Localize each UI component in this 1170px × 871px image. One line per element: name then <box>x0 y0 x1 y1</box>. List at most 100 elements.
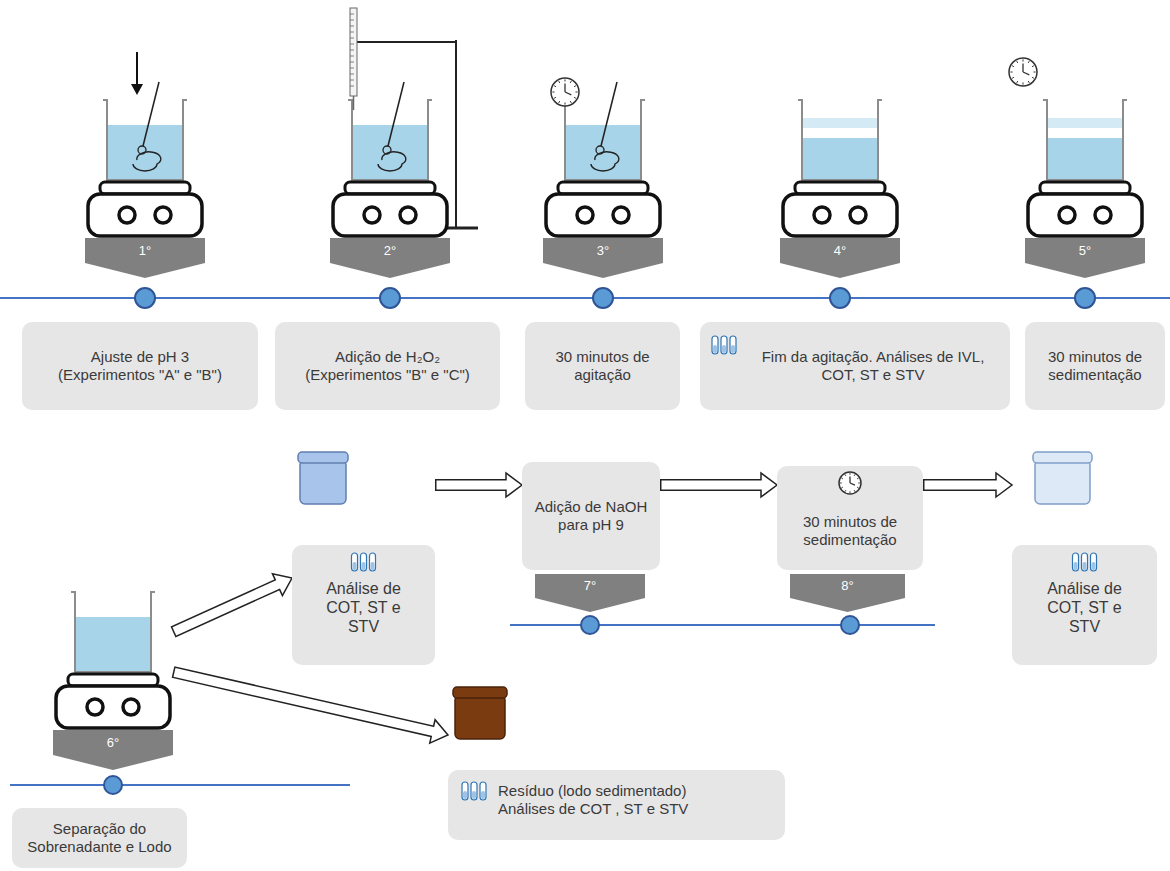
clock-tick <box>1010 72 1012 73</box>
step-label-box: Fim da agitação. Análises de IVL, COT, S… <box>700 322 1010 410</box>
stirrer-body <box>783 194 897 236</box>
arrow-fill <box>437 481 509 490</box>
addition-arrow <box>136 52 138 86</box>
burette-tick <box>350 14 354 15</box>
step-badge: 8° <box>790 574 905 612</box>
stirrer-knob <box>123 699 139 715</box>
test-tube <box>471 782 477 800</box>
text-block: Adição de NaOH para pH 9 <box>532 498 650 534</box>
burette-tick <box>350 80 354 81</box>
stirring-rod <box>143 82 159 146</box>
text-block: 30 minutos de sedimentação <box>1033 348 1157 384</box>
step-badge <box>780 238 900 278</box>
step-badge <box>85 238 205 278</box>
stirrer-knob <box>577 207 593 223</box>
timeline <box>10 784 350 786</box>
clock-tick <box>1017 81 1018 83</box>
timeline-dot <box>593 288 613 308</box>
clock-tick <box>850 473 851 475</box>
jar-lid <box>298 452 348 463</box>
step-number: 3° <box>597 243 609 259</box>
jar-lid <box>1033 452 1092 463</box>
test-tube <box>480 782 486 800</box>
stirring-rod <box>601 82 617 146</box>
clock-tick <box>854 474 856 475</box>
sample-analysis-box: Análise de COT, ST e STV <box>1012 450 1157 665</box>
sample-jar <box>1012 450 1157 510</box>
burette-tick <box>350 74 354 75</box>
step-badge <box>53 730 173 770</box>
step-label-box: 30 minutos de sedimentação <box>777 466 923 570</box>
timeline-dot <box>380 288 400 308</box>
arrow-fill <box>662 481 764 490</box>
clock-tick <box>570 81 571 83</box>
clock-hand <box>849 476 850 483</box>
text-block: Análise de COT, ST e STV <box>1037 579 1132 637</box>
burette-tick <box>350 38 354 39</box>
test-tube-liquid <box>353 562 357 570</box>
clock-icon <box>777 466 923 502</box>
test-tube-liquid <box>1074 562 1078 570</box>
sample-jar <box>448 685 785 745</box>
burette-tick <box>350 68 354 69</box>
step-label: 30 minutos de agitação <box>538 348 668 384</box>
clock-face <box>1009 58 1037 86</box>
clock-tick <box>850 491 851 493</box>
clock-tick <box>1023 59 1024 61</box>
clock-tick <box>841 487 842 489</box>
burette-tick <box>350 20 354 21</box>
timeline-dot <box>830 288 850 308</box>
badge-text-holder: 5° <box>1025 238 1145 263</box>
clock-tick <box>845 490 847 491</box>
timeline <box>0 297 1170 299</box>
stirrer-plate <box>100 182 190 194</box>
burette-stand <box>455 40 457 228</box>
swirl <box>378 152 406 171</box>
step-apparatus: 6° <box>53 562 173 772</box>
step-badge <box>1025 238 1145 278</box>
test-tube-icon <box>700 322 740 362</box>
clock-tick <box>1012 66 1014 67</box>
clock-tick <box>554 97 556 98</box>
test-tube-liquid <box>472 791 476 799</box>
step-number: 1° <box>139 243 151 259</box>
clock-tick <box>854 490 856 491</box>
badge-text-holder: 2° <box>330 238 450 263</box>
test-tube <box>1082 553 1088 571</box>
text-block: 30 minutos de agitação <box>538 348 668 384</box>
residue-box: Resíduo (lodo sedimentado)Análises de CO… <box>448 685 785 840</box>
swirl <box>591 152 619 171</box>
liquid-top <box>1048 118 1122 128</box>
flow-arrow <box>173 672 448 743</box>
flow-arrow <box>923 473 1012 497</box>
badge-text-holder: 1° <box>85 238 205 263</box>
step-number: 7° <box>584 578 596 594</box>
timeline-dot <box>104 776 122 794</box>
step-apparatus: 5° <box>1025 70 1145 280</box>
step-apparatus: 2° <box>330 70 450 280</box>
stirrer-knob <box>87 699 103 715</box>
clock-tick <box>574 97 576 98</box>
clock-tick <box>845 474 847 475</box>
clock-tick <box>1023 83 1024 85</box>
analysis-panel: Análise de COT, ST e STV <box>292 545 435 665</box>
beaker <box>71 592 155 672</box>
stirrer-plate <box>68 674 158 686</box>
step-badge: 7° <box>535 574 645 612</box>
stirrer-plate <box>558 182 648 194</box>
clock-tick <box>559 81 560 83</box>
stirrer-knob <box>814 207 830 223</box>
clock-tick <box>1028 61 1029 63</box>
badge-text-holder: 4° <box>780 238 900 263</box>
stirrer-body <box>546 194 660 236</box>
test-tube-liquid <box>463 791 467 799</box>
test-tube-icon <box>1012 545 1157 585</box>
stirrer-body <box>88 194 202 236</box>
stirrer-knob <box>119 207 135 223</box>
clock-tick <box>570 101 571 103</box>
text-block: Adição de H₂O₂ (Experimentos "B" e "C") <box>293 348 483 384</box>
test-tube-liquid <box>1083 562 1087 570</box>
test-tube <box>712 336 718 354</box>
swirl <box>133 152 161 171</box>
